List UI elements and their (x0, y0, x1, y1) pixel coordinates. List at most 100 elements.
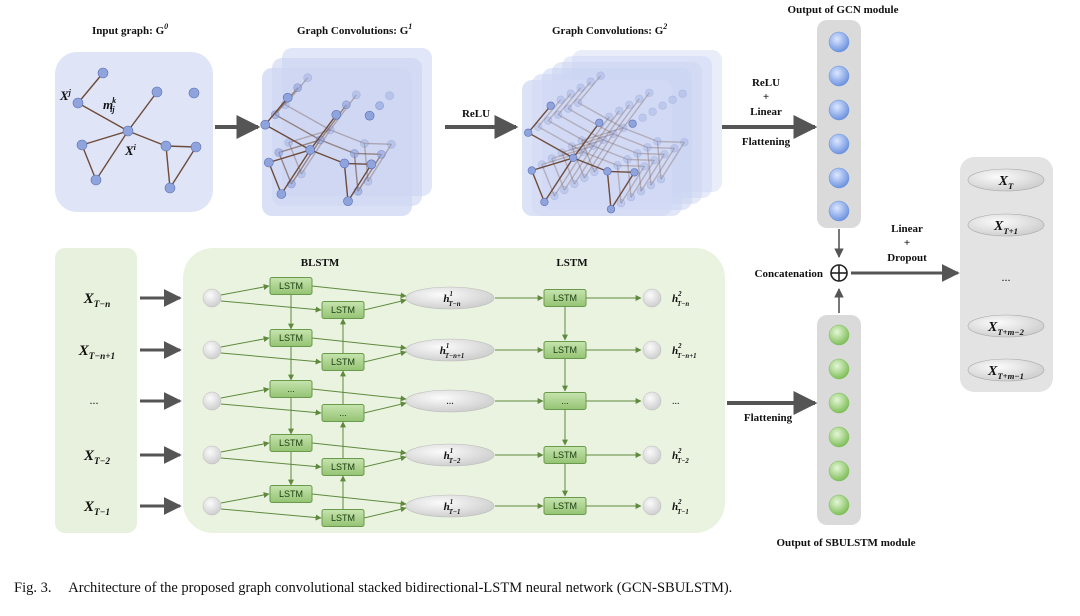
relu-linear-3: Linear (750, 106, 782, 118)
lstm-cell-label: LSTM (279, 438, 303, 448)
output-label: XT+m−1 (987, 364, 1024, 381)
lstm-cell (321, 509, 365, 527)
graph-edge (551, 145, 594, 160)
graph-edge (626, 159, 632, 198)
input-node (202, 445, 222, 465)
graph-node (626, 193, 636, 202)
graph-edge (636, 153, 642, 192)
input-sequence-panel (55, 248, 137, 533)
output-token (967, 213, 1045, 237)
graph-node (616, 199, 626, 208)
graph-edge (630, 159, 655, 198)
graph-edge (537, 99, 562, 128)
graph-edge (527, 105, 552, 134)
gcn-output-node (828, 31, 850, 53)
hidden2-node (642, 288, 662, 308)
graph-edge (268, 162, 283, 195)
graph-node (579, 147, 588, 156)
graph-edge (127, 91, 158, 132)
graph-node (574, 98, 583, 107)
graph-edge (319, 139, 355, 155)
gcn-output-node (828, 133, 850, 155)
graph-node (638, 113, 647, 122)
hidden1-node (405, 443, 495, 467)
graph-edge (363, 143, 369, 182)
graph-edge (572, 157, 608, 173)
lstm-title: LSTM (556, 257, 588, 269)
lstm-cell (269, 277, 313, 295)
graph-node (534, 122, 543, 131)
graph-edge (612, 98, 640, 135)
sbulstm-output-node (828, 324, 850, 346)
input-label: XT−1 (83, 499, 110, 518)
graph-node (274, 148, 284, 157)
lstm-cell (269, 434, 313, 452)
hidden1-node (405, 338, 495, 362)
graph-edge (547, 93, 572, 122)
graph-node (576, 83, 585, 92)
sbulstm-output-node (828, 358, 850, 380)
gcn-output-node (828, 167, 850, 189)
lstm-cell-label: LSTM (331, 305, 355, 315)
graph-node (263, 157, 274, 168)
flow-arrow (311, 388, 407, 402)
figure-caption: Fig. 3. Architecture of the proposed gra… (14, 580, 1074, 597)
graph-node (385, 91, 394, 100)
gcn-column-nodes (828, 31, 850, 222)
graph-node (339, 158, 350, 169)
flow-arrow (363, 401, 407, 414)
graph-node (151, 86, 163, 98)
graph-node (293, 83, 303, 92)
graph-edge (622, 92, 650, 129)
graph-edge (165, 145, 171, 189)
graph-node (633, 149, 642, 158)
graph-edge (563, 145, 594, 191)
input-label: XT−2 (83, 448, 110, 467)
graph-edge (357, 153, 382, 192)
graph-node (72, 97, 84, 109)
input-graph (72, 67, 202, 194)
graph-edge (264, 124, 311, 151)
lstm-cell-label: LSTM (331, 357, 355, 367)
concatenation-label: Concatenation (755, 268, 823, 280)
sbulstm-column-nodes (828, 324, 850, 516)
gc1-stack (262, 48, 432, 216)
flow-arrow (363, 506, 407, 519)
graph-node (524, 128, 533, 137)
graph-node (606, 205, 616, 214)
sbulstm-output-node (828, 460, 850, 482)
graph-edge (657, 140, 685, 143)
gc2-graph (524, 71, 689, 214)
flow-arrow (220, 300, 322, 313)
gc1-title: Graph Convolutions: G1 (297, 22, 412, 37)
graph-edge (329, 129, 365, 145)
output-token (967, 168, 1045, 192)
lstm-cell (269, 329, 313, 347)
graph-node (540, 197, 549, 207)
input-node (202, 288, 222, 308)
flow-arrow (311, 337, 407, 351)
graph-node (276, 189, 287, 199)
graph-node (596, 71, 605, 80)
graph-edge (593, 127, 624, 173)
graph-node (270, 110, 280, 119)
graph-node (636, 187, 646, 196)
graph-edge (610, 171, 635, 210)
graph-edge (577, 75, 602, 104)
gcn-output-node (828, 65, 850, 87)
graph-node (567, 142, 576, 151)
graph-edge (347, 163, 372, 202)
graph-node (188, 87, 200, 99)
hidden2-node (642, 391, 662, 411)
graph-node (364, 110, 375, 121)
graph-node (341, 100, 351, 110)
graph-edge (280, 149, 311, 195)
input-ellipsis: ... (90, 393, 99, 407)
graph-edge (567, 108, 614, 135)
lstm-cell-label: LSTM (553, 450, 577, 460)
lstm-cell-label: LSTM (331, 513, 355, 523)
